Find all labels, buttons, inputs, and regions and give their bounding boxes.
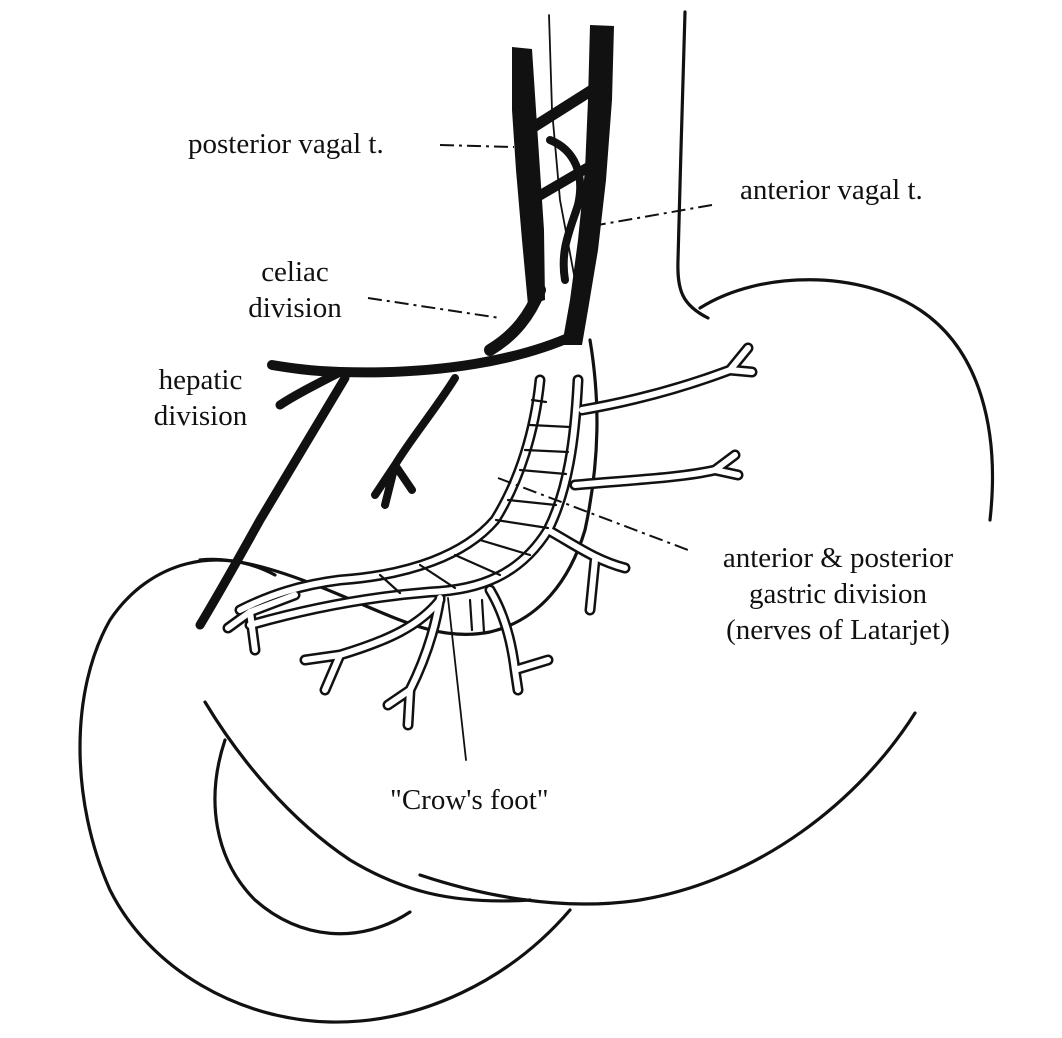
leader-lines xyxy=(367,144,713,761)
hepatic-branch xyxy=(267,330,580,378)
anterior-vagal-trunk xyxy=(562,25,614,345)
label-gastric-division-line-3: (nerves of Latarjet) xyxy=(726,614,950,646)
label-hepatic-division: hepatic division xyxy=(143,362,258,434)
vagal-trunks xyxy=(195,14,614,630)
trunk-loop xyxy=(546,136,585,284)
leader-celiac xyxy=(367,297,501,319)
leader-crows-foot xyxy=(447,597,467,761)
esophagus-right-wall xyxy=(676,10,710,320)
duodenum-loop xyxy=(213,738,412,936)
hepatic-sub-branch xyxy=(275,367,345,410)
label-anterior-vagal-trunk: anterior vagal t. xyxy=(740,174,923,206)
label-celiac-division: celiac division xyxy=(240,254,350,326)
hepatic-forked-branch xyxy=(371,374,459,509)
label-crows-foot: "Crow's foot" xyxy=(390,784,549,816)
branch-lower-right xyxy=(542,524,631,616)
trunk-crossing-1 xyxy=(526,84,598,134)
duodenum-inner-curve xyxy=(203,700,532,903)
label-celiac-division-line-1: celiac xyxy=(261,256,329,288)
greater-curvature xyxy=(698,278,994,522)
esophageal-strand xyxy=(548,14,586,321)
greater-curvature-lower xyxy=(418,711,917,906)
leader-gastric xyxy=(497,477,689,551)
latarjet-nerves xyxy=(222,342,758,731)
label-hepatic-division-line-1: hepatic xyxy=(158,364,243,396)
label-celiac-division-line-2: division xyxy=(248,292,342,324)
label-gastric-division-line-1: anterior & posterior xyxy=(722,542,954,574)
label-hepatic-division-line-2: division xyxy=(153,400,248,432)
latarjet-ladder xyxy=(378,398,572,634)
label-gastric-division-line-2: gastric division xyxy=(748,578,927,610)
leader-posterior-vagal xyxy=(439,144,515,148)
stomach-outline xyxy=(78,10,994,1024)
label-posterior-vagal-trunk: posterior vagal t. xyxy=(188,128,384,160)
posterior-vagal-trunk xyxy=(512,47,545,305)
celiac-branch xyxy=(484,284,546,356)
branch-upper-right xyxy=(576,342,758,416)
antrum-outer xyxy=(78,558,572,1024)
leader-anterior-vagal xyxy=(591,204,713,227)
pyloric-branch xyxy=(195,373,350,630)
label-gastric-division: anterior & posterior gastric division (n… xyxy=(698,540,978,648)
lesser-curvature xyxy=(198,338,599,637)
